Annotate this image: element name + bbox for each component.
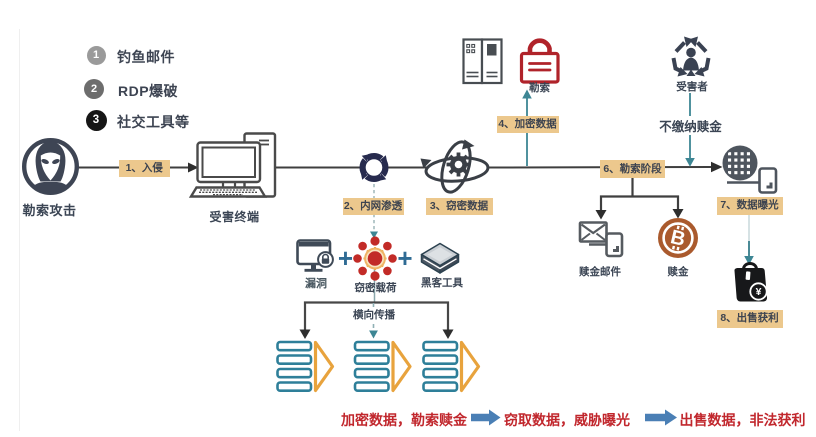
step-7-data-exposure: 7、数据曝光 xyxy=(716,197,783,215)
payload-label: 窃密载荷 xyxy=(354,281,397,294)
victim-terminal-icon xyxy=(188,132,277,198)
ransom-padlock-icon xyxy=(519,38,560,84)
steal-data-gear-icon xyxy=(420,139,490,194)
connector-exposure-to-bag xyxy=(744,214,754,265)
step-2-intranet-penetration: 2、内网渗透 xyxy=(342,198,404,215)
page-frame-line xyxy=(19,29,20,431)
extortion-fork xyxy=(599,178,680,211)
summary-phase-1: 加密数据，勒索赎金 xyxy=(341,411,467,428)
ransom-mail-icon xyxy=(578,221,624,258)
no-pay-label: 不缴纳赎金 xyxy=(656,116,725,135)
data-exposure-globe-icon xyxy=(722,145,778,194)
bitcoin-icon: B xyxy=(658,218,698,258)
step-4-encrypt-data: 4、加密数据 xyxy=(496,116,559,133)
arrowhead-to-terminal xyxy=(188,162,199,173)
step-8-sell-profit: 8、出售获利 xyxy=(716,310,783,328)
arrowhead-to-mail xyxy=(595,210,607,220)
summary-arrow-2 xyxy=(645,409,677,426)
lateral-spread-bracket xyxy=(303,301,450,330)
step-1-intrusion: 1、入侵 xyxy=(118,159,170,177)
intranet-ring-icon xyxy=(359,153,389,183)
attacker-label: 勒索攻击 xyxy=(22,203,77,218)
attacker-icon xyxy=(22,137,79,195)
arrowhead-to-globe xyxy=(711,161,723,173)
server-stack-group-middle xyxy=(353,340,412,393)
ransom-mail-label: 赎金邮件 xyxy=(579,265,621,278)
profit-bag-icon: ¥ xyxy=(734,262,768,302)
step-3-steal-data: 3、窃密数据 xyxy=(425,198,493,215)
server-stack-group-left xyxy=(276,340,335,393)
victim-terminal-label: 受害终端 xyxy=(209,210,260,224)
hacker-tools-icon xyxy=(420,242,460,274)
server-stack-group-right xyxy=(422,340,481,393)
connector-ring-to-payload xyxy=(370,184,378,239)
vulnerability-label: 漏洞 xyxy=(305,278,327,290)
intro-badge-2: 2 xyxy=(84,79,104,99)
arrowhead-stack-right xyxy=(442,329,454,339)
summary-phase-2: 窃取数据，威胁曝光 xyxy=(504,411,630,428)
payload-malware-icon xyxy=(353,236,397,281)
plus-operator-1: + xyxy=(338,243,353,273)
yuan-glyph: ¥ xyxy=(756,286,762,298)
lateral-spread-label: 横向传播 xyxy=(350,306,398,322)
bitcoin-b-glyph: B xyxy=(668,226,687,251)
intro-badge-3: 3 xyxy=(85,110,107,131)
intro-badge-1: 1 xyxy=(86,45,106,65)
vulnerability-icon xyxy=(296,239,334,272)
ransom-lock-label: 勒索 xyxy=(529,81,550,94)
summary-phase-3: 出售数据，非法获利 xyxy=(679,411,806,428)
victim-recycle-icon xyxy=(671,36,711,77)
intro-item-rdp: RDP爆破 xyxy=(118,82,179,99)
intro-item-social: 社交工具等 xyxy=(117,114,190,130)
arrowhead-to-bitcoin xyxy=(672,209,684,219)
arrowhead-stack-left xyxy=(299,329,311,339)
ransom-label: 赎金 xyxy=(667,265,689,278)
victim-label: 受害者 xyxy=(676,80,708,93)
summary-arrow-1 xyxy=(471,409,501,426)
plus-operator-2: + xyxy=(397,243,412,273)
step-6-extortion-phase: 6、勒索阶段 xyxy=(600,160,665,178)
intro-item-phishing: 钓鱼邮件 xyxy=(117,48,175,65)
server-racks-icon xyxy=(462,38,503,85)
hacker-tools-label: 黑客工具 xyxy=(421,276,463,289)
